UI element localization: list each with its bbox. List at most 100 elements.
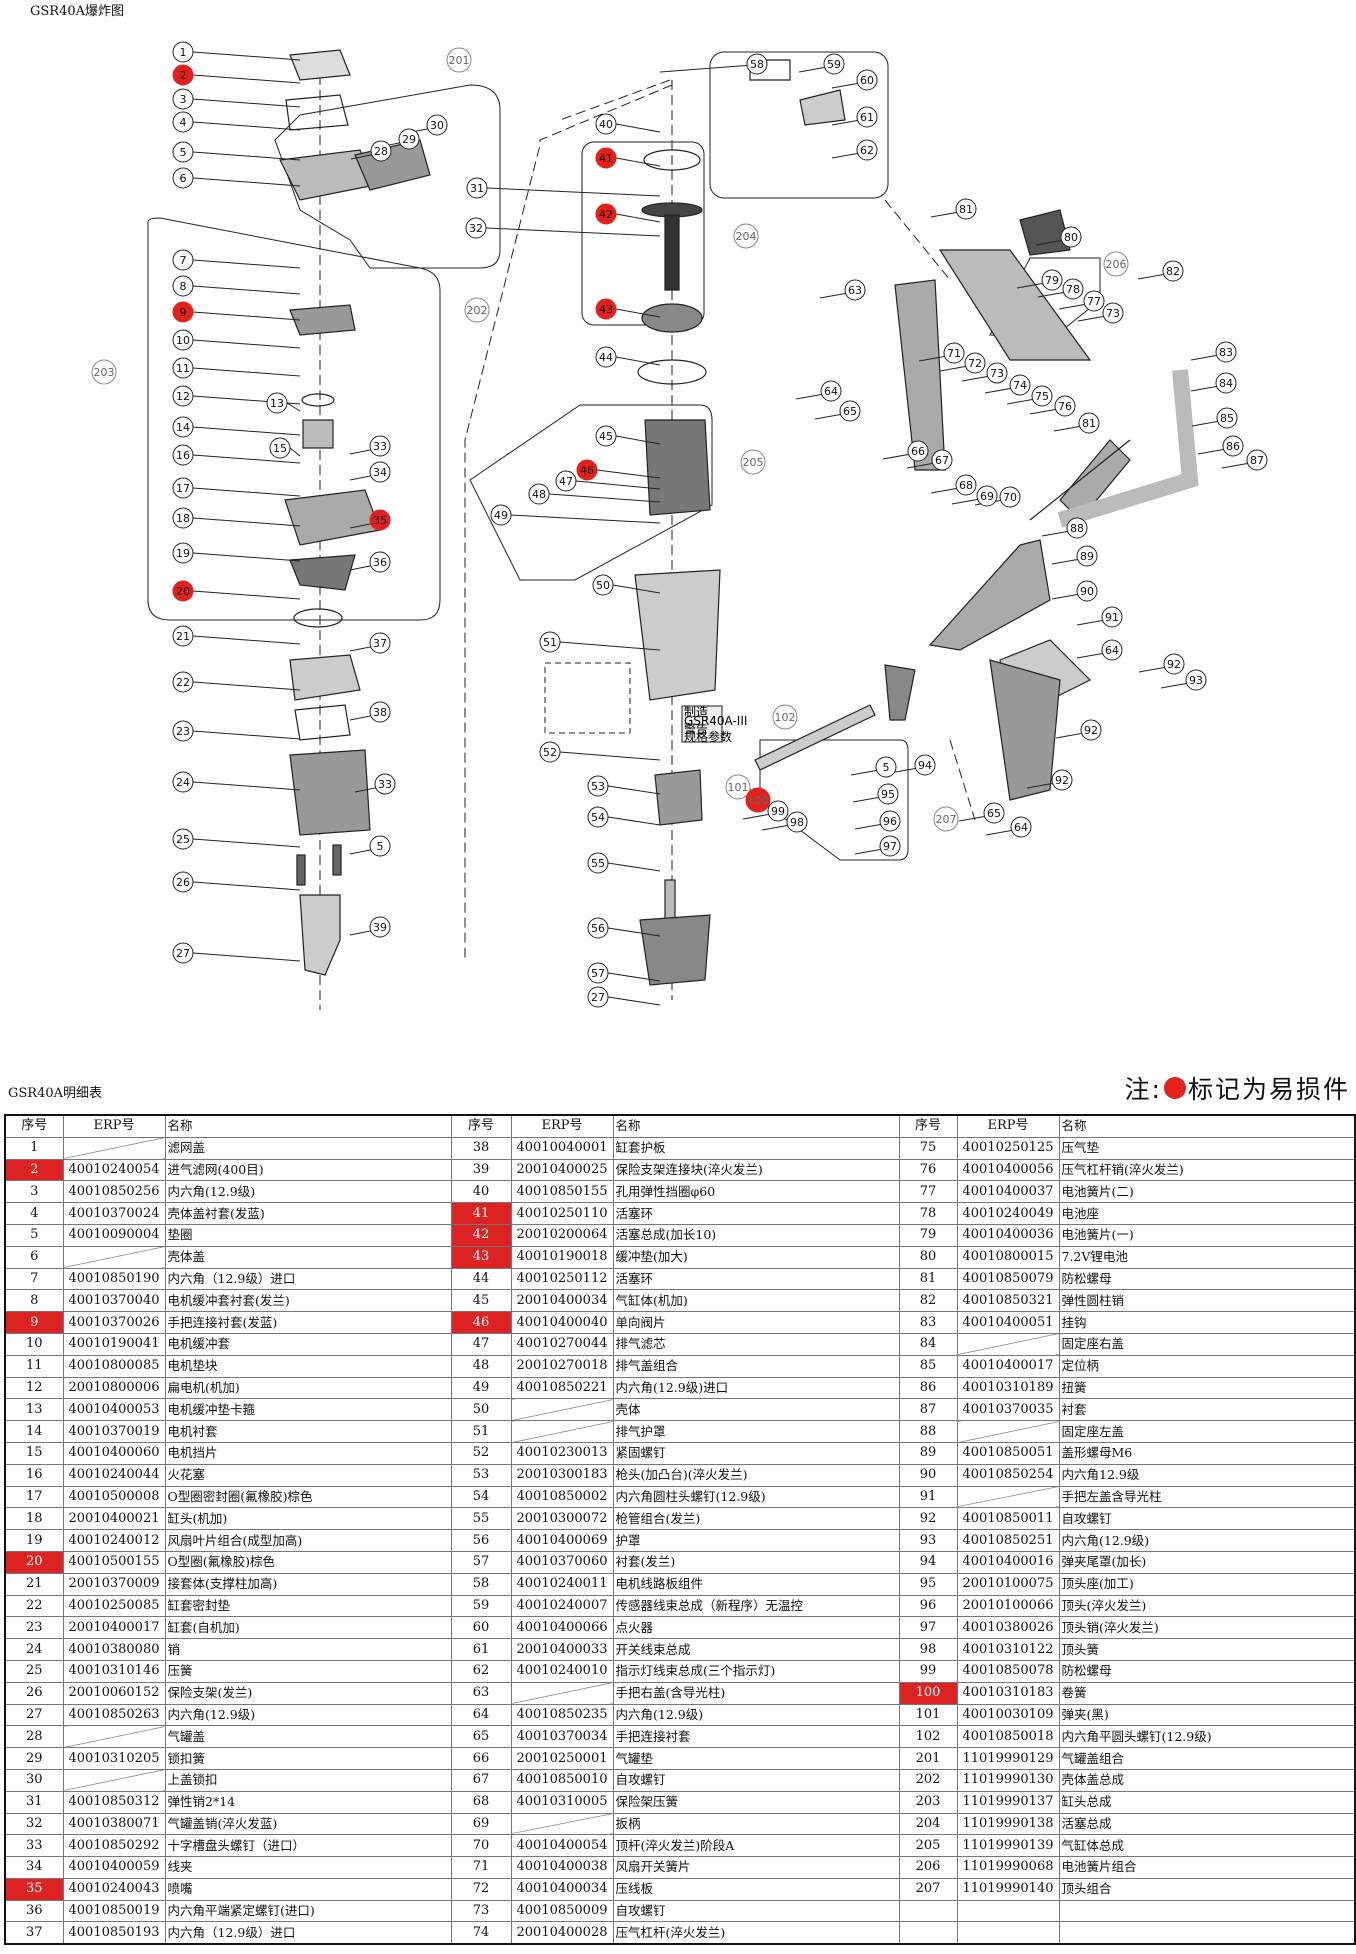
part-callout: 92 — [1051, 769, 1073, 791]
cell-index: 12 — [4, 1376, 63, 1399]
legend-note: 注: 标记为易损件 — [1125, 1070, 1350, 1106]
part-callout: 1 — [172, 41, 194, 63]
cell-name: 手把左盖含导光柱 — [1058, 1485, 1356, 1508]
leader-line — [192, 339, 301, 349]
cell-erp: 20010400034 — [510, 1289, 613, 1312]
cell-erp: 20010400025 — [510, 1158, 613, 1181]
cell-name: 衬套 — [1058, 1398, 1356, 1421]
part-callout: 67 — [931, 449, 953, 471]
part-callout: 48 — [528, 483, 550, 505]
cell-erp — [62, 1136, 165, 1160]
cell-index: 80 — [898, 1245, 957, 1269]
svg-text:95: 95 — [881, 788, 895, 801]
cell-index: 61 — [450, 1638, 511, 1661]
part-callout: 94 — [914, 754, 936, 776]
part-callout: 70 — [999, 486, 1021, 508]
cell-name: O型圈密封圈(氟橡胶)棕色 — [164, 1485, 451, 1508]
part-callout: 63 — [844, 279, 866, 301]
leader-line — [286, 402, 301, 412]
cell-name: 接套体(支撑柱加高) — [164, 1572, 451, 1596]
cell-index: 84 — [898, 1332, 957, 1356]
cell-name: 内六角(12.9级)进口 — [612, 1376, 899, 1399]
cell-name: 扳柄 — [612, 1812, 899, 1835]
cell-erp: 40010850002 — [510, 1485, 613, 1508]
part-callout: 44 — [595, 346, 617, 368]
part-callout: 99 — [767, 800, 789, 822]
svg-text:99: 99 — [771, 805, 785, 818]
cell-name: 扁电机(机加) — [164, 1376, 451, 1399]
cell-name: 点火器 — [612, 1616, 899, 1639]
svg-text:64: 64 — [824, 385, 838, 398]
cell-index: 95 — [898, 1572, 957, 1596]
cell-name: 垫圈 — [164, 1223, 451, 1247]
svg-text:59: 59 — [827, 58, 841, 71]
cell-name: 火花塞 — [164, 1463, 451, 1487]
cell-erp: 40010850312 — [62, 1790, 165, 1813]
cell-name: 电机缓冲套衬套(发兰) — [164, 1289, 451, 1312]
cell-erp: 40010310122 — [956, 1638, 1059, 1661]
cell-index: 22 — [4, 1594, 63, 1617]
cell-erp: 40010370024 — [62, 1202, 165, 1225]
cell-index: 201 — [898, 1747, 957, 1770]
cell-erp: 40010850263 — [62, 1703, 165, 1726]
leader-line — [615, 123, 661, 133]
cell-name: 内六角(12.9级) — [612, 1703, 899, 1726]
svg-text:93: 93 — [1189, 674, 1203, 687]
assembly-callout: 202 — [464, 297, 490, 323]
cell-erp: 40010370040 — [62, 1289, 165, 1312]
cell-erp: 40010850079 — [956, 1267, 1059, 1290]
svg-text:17: 17 — [176, 482, 190, 495]
svg-text:37: 37 — [373, 637, 387, 650]
svg-text:9: 9 — [180, 306, 187, 319]
part-callout: 18 — [172, 507, 194, 529]
cell-erp: 40010040001 — [510, 1136, 613, 1160]
cell-index: 94 — [898, 1550, 957, 1574]
svg-text:64: 64 — [1105, 644, 1119, 657]
leader-line — [192, 151, 301, 161]
svg-text:92: 92 — [1167, 658, 1181, 671]
cell-erp: 40010380080 — [62, 1638, 165, 1661]
svg-text:77: 77 — [1087, 295, 1101, 308]
cell-name: 锁扣簧 — [164, 1747, 451, 1770]
svg-text:84: 84 — [1219, 377, 1233, 390]
cell-erp: 40010370034 — [510, 1725, 613, 1748]
svg-text:204: 204 — [736, 230, 757, 243]
cell-index: 24 — [4, 1638, 63, 1661]
cell-index: 87 — [898, 1398, 957, 1421]
cell-name: 卷簧 — [1058, 1681, 1356, 1705]
svg-text:46: 46 — [580, 464, 594, 477]
svg-text:70: 70 — [1003, 491, 1017, 504]
cell-index: 45 — [450, 1289, 511, 1312]
cell-index: 14 — [4, 1420, 63, 1443]
cell-index: 27 — [4, 1703, 63, 1726]
part-callout: 98 — [786, 811, 808, 833]
svg-text:12: 12 — [176, 390, 190, 403]
cell-name: 内六角12.9级 — [1058, 1463, 1356, 1487]
part-callout: 15 — [269, 437, 291, 459]
cell-index: 77 — [898, 1180, 957, 1203]
svg-text:82: 82 — [1166, 265, 1180, 278]
cell-name: 自攻螺钉 — [1058, 1507, 1356, 1530]
cell-erp: 40010400016 — [956, 1550, 1059, 1574]
header-name: 名称 — [1058, 1113, 1356, 1138]
svg-text:27: 27 — [176, 947, 190, 960]
svg-text:41: 41 — [599, 152, 613, 165]
svg-text:23: 23 — [176, 725, 190, 738]
header-erp: ERP号 — [62, 1113, 165, 1138]
part-callout: 47 — [555, 470, 577, 492]
svg-text:5: 5 — [180, 146, 187, 159]
svg-text:30: 30 — [430, 119, 444, 132]
cell-name: 气缸体总成 — [1058, 1834, 1356, 1857]
cell-name: 电机挡片 — [164, 1441, 451, 1465]
header-erp: ERP号 — [510, 1113, 613, 1138]
cell-name: 手把右盖(含导光柱) — [612, 1681, 899, 1705]
part-callout: 82 — [1162, 260, 1184, 282]
cell-erp: 11019990129 — [956, 1747, 1059, 1770]
svg-text:规格参数: 规格参数 — [684, 729, 732, 744]
cell-name: 枪管组合(发兰) — [612, 1507, 899, 1530]
cell-index: 79 — [898, 1223, 957, 1247]
cell-erp: 40010310183 — [956, 1681, 1059, 1705]
cell-name: 活塞总成(加长10) — [612, 1223, 899, 1247]
svg-text:39: 39 — [373, 921, 387, 934]
